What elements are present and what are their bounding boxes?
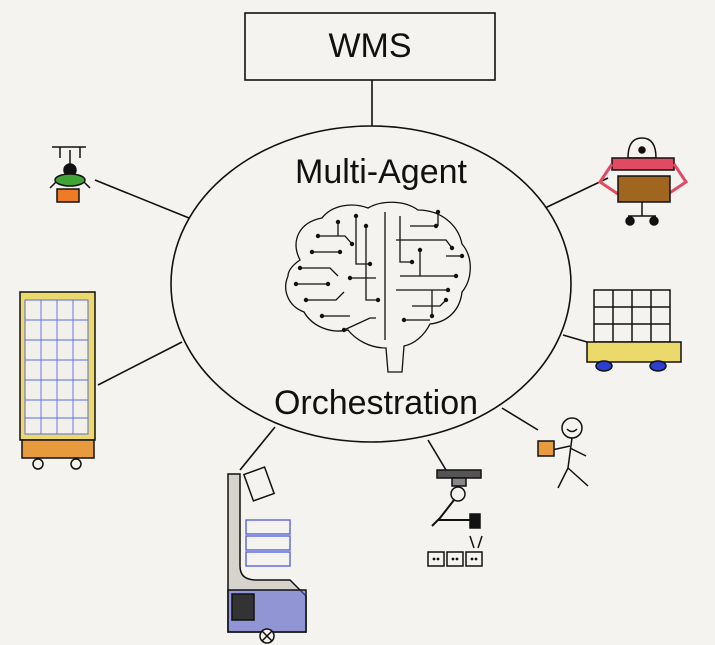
robotic-arm-icon (427, 469, 483, 567)
connector-drone (94, 179, 190, 219)
mobile-manipulator-robot-icon (597, 137, 689, 226)
connector-human (501, 407, 539, 431)
connector-shelf-robot (562, 334, 588, 343)
connector-robot-arm (427, 439, 447, 471)
connector-lines (94, 80, 609, 471)
hub-subtitle: Orchestration (274, 384, 478, 422)
wms-box: WMS (244, 12, 496, 81)
hub-title: Multi-Agent (295, 153, 468, 191)
wms-label: WMS (328, 27, 411, 65)
circuit-brain-icon (285, 201, 471, 373)
storage-shelf-cart-icon (19, 291, 96, 470)
human-picker-icon (537, 417, 589, 489)
drone-icon (49, 146, 91, 203)
autonomous-shelf-robot-icon (586, 289, 682, 372)
orchestration-ellipse (170, 125, 572, 443)
goods-to-person-station-icon (227, 466, 307, 644)
connector-mobile-robot (544, 177, 609, 209)
orchestration-hub: Multi-Agent Orchestration (170, 125, 572, 443)
connector-station (239, 426, 276, 471)
connector-storage-cart (97, 341, 183, 386)
